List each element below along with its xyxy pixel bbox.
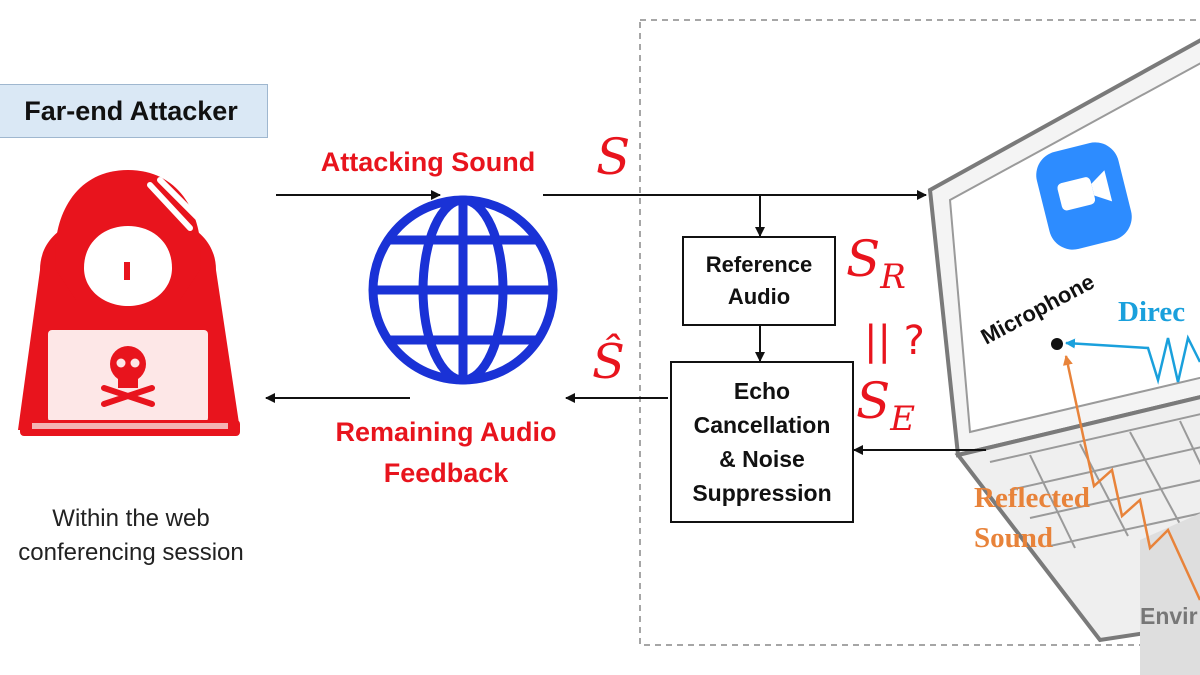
environment-label: Envir [1140,603,1198,629]
laptop-icon [927,38,1200,675]
direct-sound-wave [1065,334,1200,385]
echo-line4: Suppression [692,480,832,506]
remaining-feedback-label: Remaining Audio Feedback [306,412,586,494]
attacking-sound-label: Attacking Sound [320,147,536,177]
local-side-boundary [639,19,1200,646]
reflected-line1: Reflected [974,482,1090,514]
echo-cancellation-box: Echo Cancellation & Noise Suppression [670,361,854,523]
remaining-feedback-line2: Feedback [383,458,509,488]
reflected-sound-wave [1062,355,1200,601]
hooded-hacker-icon [18,170,240,436]
reference-audio-box: Reference Audio [682,236,836,326]
signal-se-sub: E [890,399,916,439]
signal-se-label: SE [856,372,915,439]
signal-se-base: S [856,372,891,430]
echo-line2: Cancellation [693,412,831,438]
reference-audio-line2: Audio [727,284,791,309]
arrows [265,190,986,455]
signal-sr-label: SR [846,230,906,297]
globe-icon [368,195,558,385]
signal-s-label: S [596,128,631,186]
comparison-label: || ? [864,318,925,364]
attacker-caption-line1: Within the web [52,505,210,532]
attacker-title: Far-end Attacker [0,84,268,138]
reflected-sound-label: Reflected Sound [974,478,1090,558]
reference-audio-line1: Reference [705,252,813,277]
signal-s-hat-label: Ŝ [592,334,625,390]
video-camera-icon [1036,142,1132,250]
signal-sr-sub: R [880,257,906,297]
microphone-dot [1051,338,1063,350]
attacker-caption: Within the web conferencing session [0,502,262,570]
remaining-feedback-line1: Remaining Audio [335,417,557,447]
echo-line1: Echo [733,378,791,404]
reflected-line2: Sound [974,522,1054,554]
direct-sound-label: Direc [1118,296,1186,328]
signal-sr-base: S [846,230,881,288]
echo-line3: & Noise [719,446,805,472]
attacker-caption-line2: conferencing session [18,539,244,566]
